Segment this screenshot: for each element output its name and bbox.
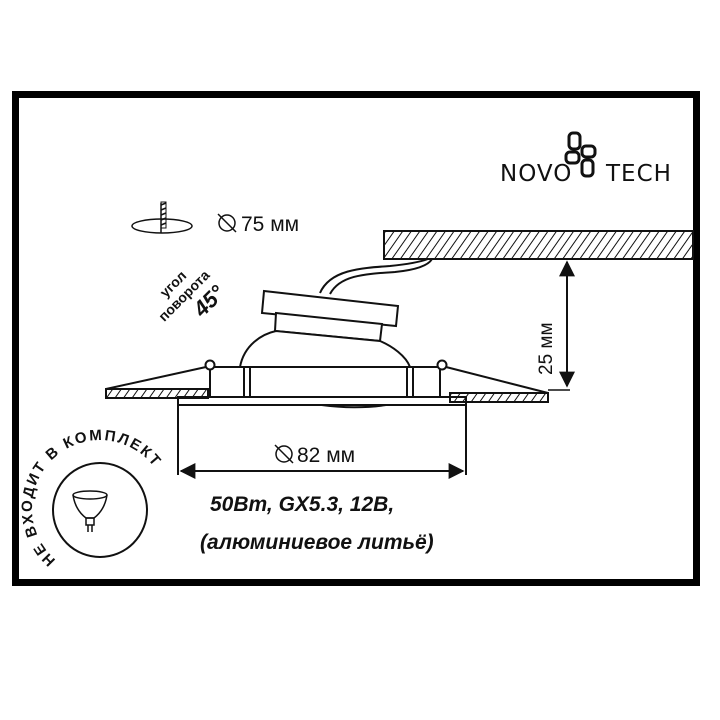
- brand-logo: NOVO TECH: [496, 128, 696, 198]
- mr16-bulb-icon: [72, 490, 108, 532]
- outer-diameter-label: 82 мм: [297, 444, 355, 467]
- lamp-not-included-badge: НЕ ВХОДИТ В КОМПЛЕКТ: [19, 427, 165, 569]
- badge-text: НЕ ВХОДИТ В КОМПЛЕКТ: [19, 427, 163, 569]
- cable: [319, 258, 433, 295]
- logo-mark-icon: [564, 131, 597, 178]
- brand-name-suffix: TECH: [606, 161, 672, 187]
- rotation-angle-label: угол поворота 45°: [155, 267, 230, 325]
- spec-line-1: 50Вт, GX5.3, 12В,: [210, 493, 395, 516]
- cutout-diameter-icon: [217, 213, 237, 233]
- depth-label: 25 мм: [536, 322, 557, 375]
- brand-name: NOVO: [500, 161, 573, 187]
- diameter-icon: [274, 444, 294, 464]
- spec-line-2: (алюминиевое литьё): [200, 531, 434, 554]
- outer-diameter-dimension: 82 мм: [177, 405, 467, 479]
- svg-text:НЕ ВХОДИТ В КОМПЛЕКТ: НЕ ВХОДИТ В КОМПЛЕКТ: [19, 427, 165, 569]
- ceiling-cutout-icon: [131, 201, 193, 234]
- depth-dimension: 25 мм: [536, 260, 575, 391]
- cutout-diameter-label: 75 мм: [241, 213, 299, 236]
- fixture-body: [105, 289, 549, 409]
- ceiling-slab: [383, 230, 694, 260]
